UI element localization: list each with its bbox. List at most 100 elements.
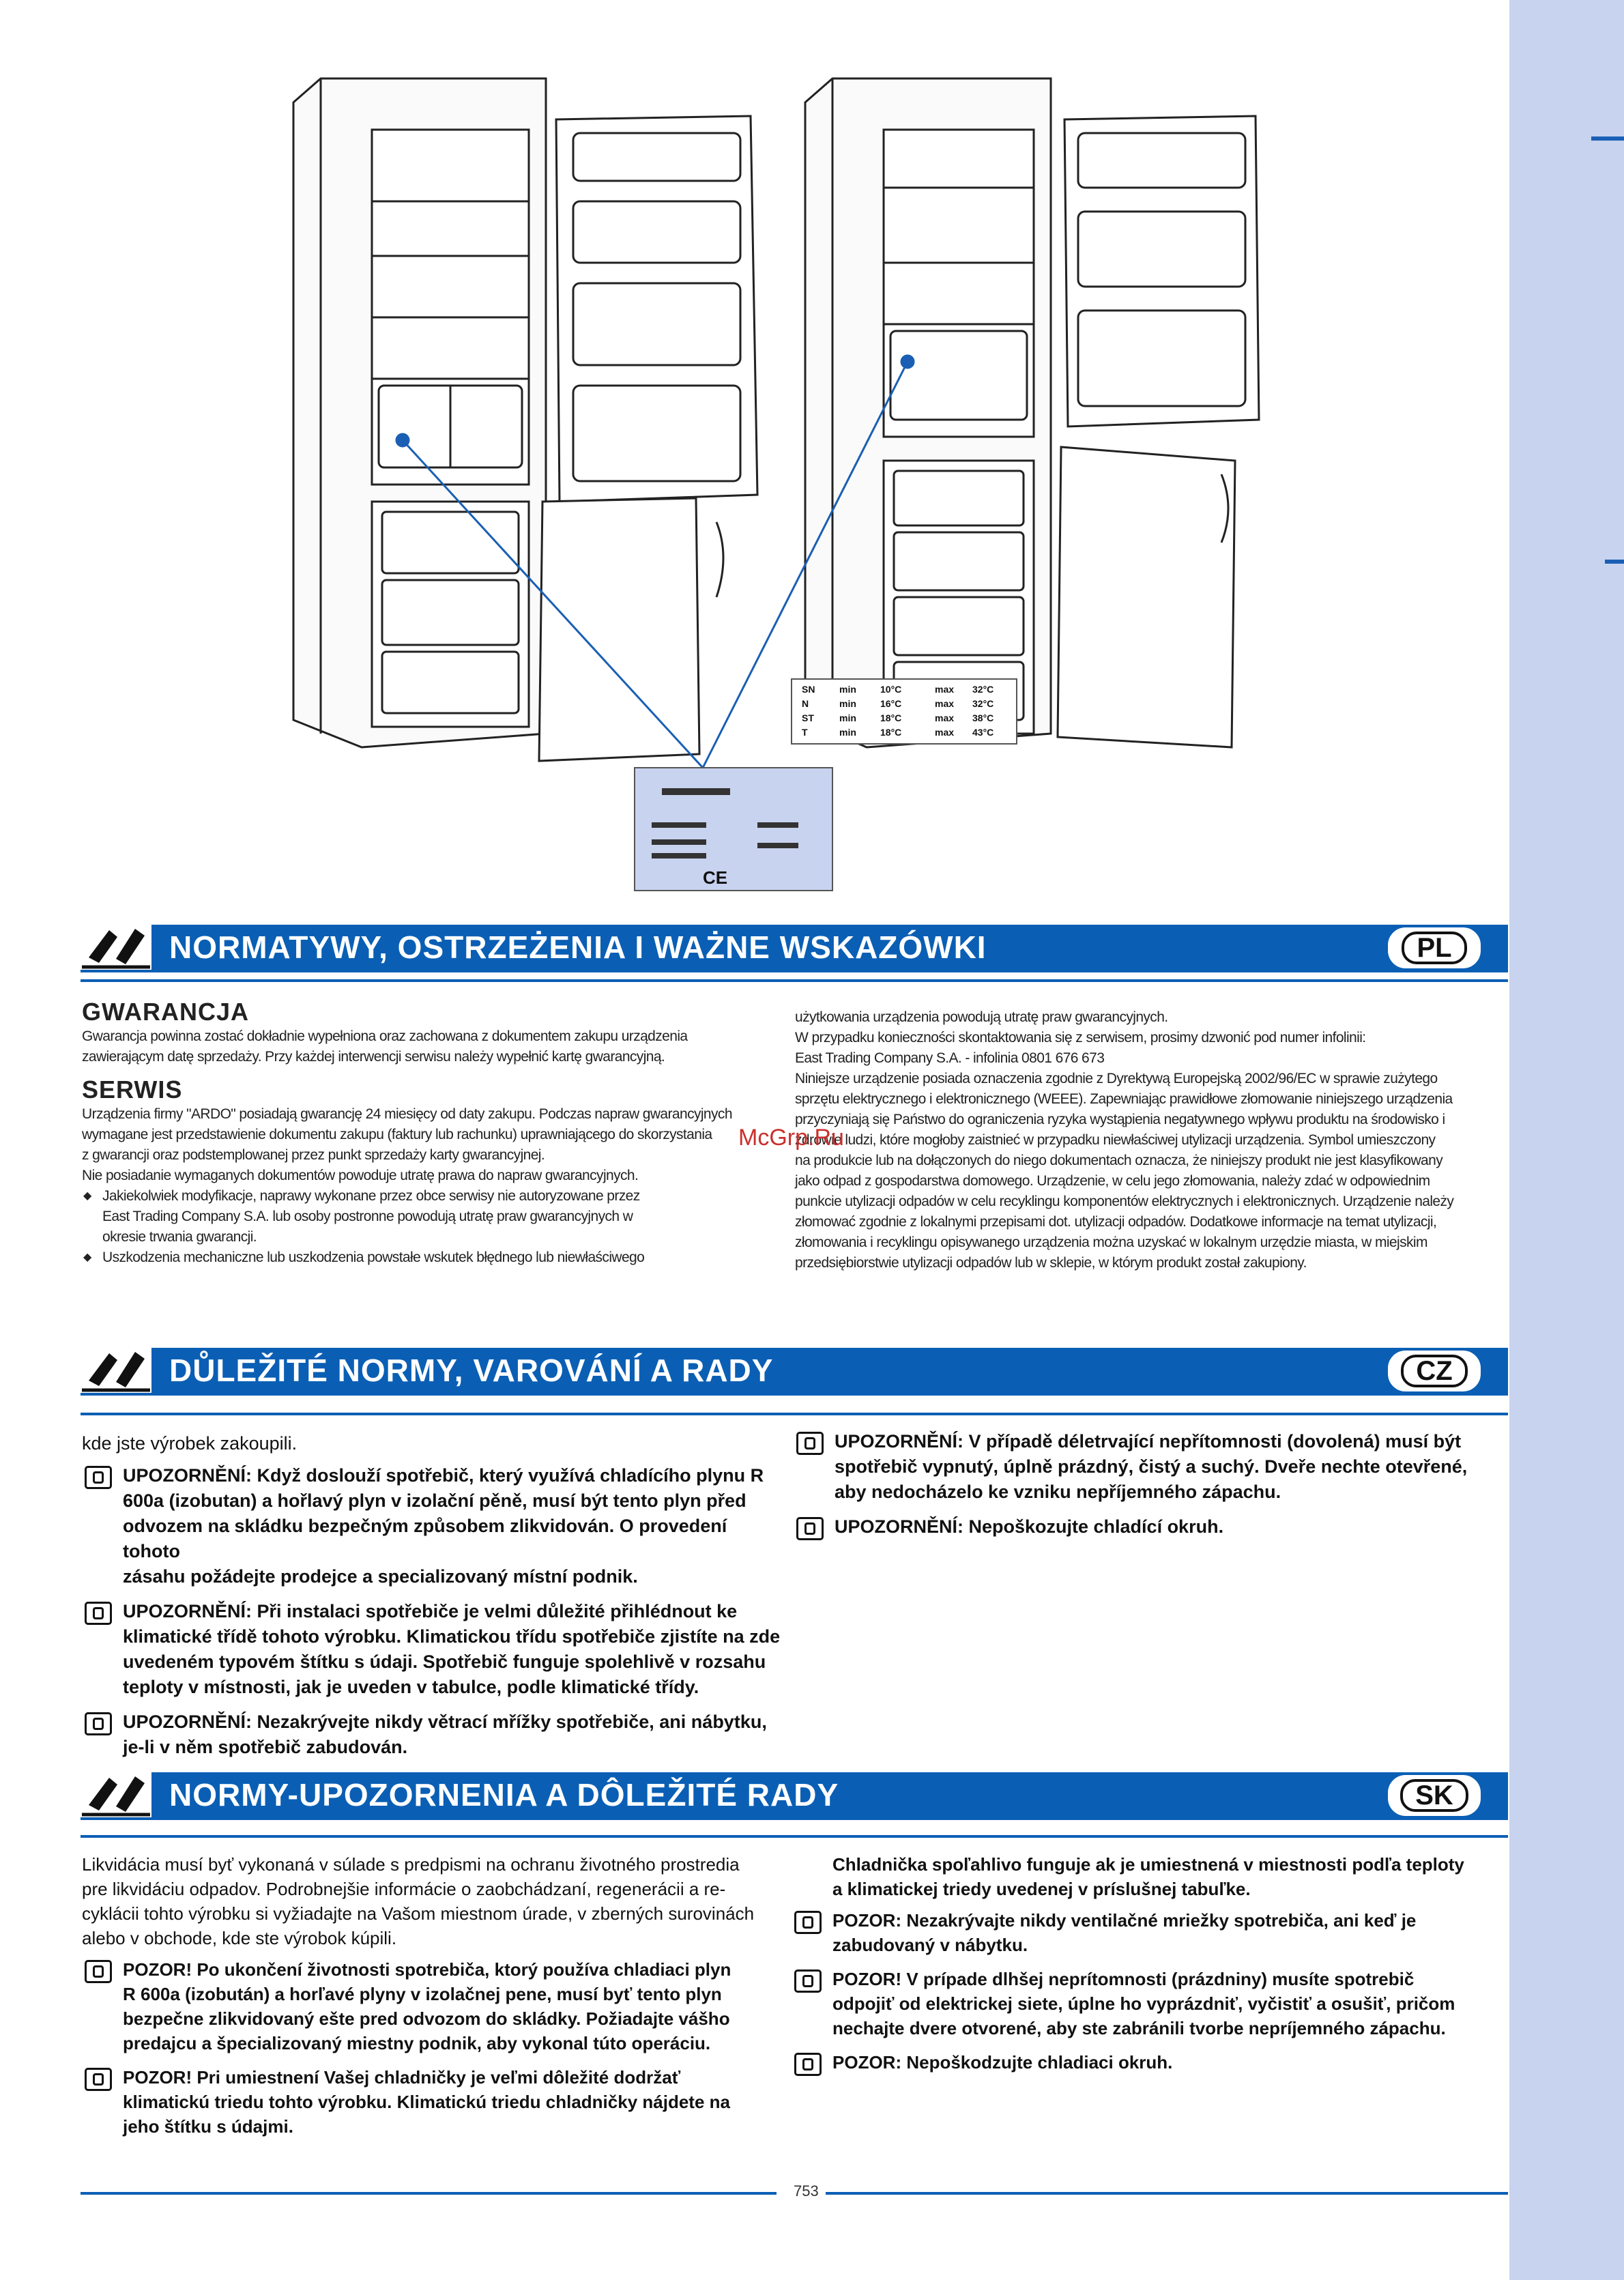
bullet-line: East Trading Company S.A. lub osoby post…	[102, 1209, 633, 1224]
climate-table-cell: ST	[802, 712, 814, 723]
serwis-line: z gwarancji oraz podstemplowanej przez p…	[82, 1147, 545, 1163]
cz-right-column: UPOZORNĚNÍ: V případě déletrvající nepří…	[794, 1429, 1500, 1549]
ce-mark: CE	[703, 867, 727, 888]
footer-line-left	[81, 2192, 777, 2195]
warning-line: aby nedocházelo ke vzniku nepříjemného z…	[835, 1482, 1281, 1502]
bullet-line: okresie trwania gwarancji.	[102, 1229, 257, 1245]
climate-table-cell: max	[935, 712, 954, 723]
warning-line: UPOZORNĚNÍ: Nezakrývejte nikdy větrací m…	[123, 1712, 767, 1732]
rating-plate	[634, 767, 833, 891]
book-icon	[81, 1768, 151, 1817]
cz-banner-title: DŮLEŽITÉ NORMY, VAROVÁNÍ A RADY	[169, 1353, 774, 1388]
pl-bullet-item: Uszkodzenia mechaniczne lub uszkodzenia …	[82, 1247, 788, 1268]
warning-line: POZOR: Nepoškodzujte chladiaci okruh.	[832, 2052, 1173, 2073]
cz-warning: UPOZORNĚNÍ: Když doslouží spotřebič, kte…	[82, 1463, 785, 1589]
footer-line-right	[826, 2192, 1508, 2195]
warning-icon	[794, 1911, 822, 1934]
book-icon	[81, 921, 151, 970]
warning-line: predajcu a špecializovaný miestny podnik…	[123, 2033, 711, 2053]
warning-line: odpojiť od elektrickej siete, úplne ho v…	[832, 1993, 1455, 2014]
sk-intro-line: cyklácii tohto výrobku si vyžiadajte na …	[82, 1903, 755, 1924]
warning-icon	[85, 1712, 112, 1735]
cz-left-column: kde jste výrobek zakoupili. UPOZORNĚNÍ: …	[82, 1431, 785, 1770]
serwis-line: Urządzenia firmy "ARDO" posiadają gwaran…	[82, 1106, 733, 1122]
sk-right-intro-line: Chladnička spoľahlivo funguje ak je umie…	[832, 1854, 1464, 1875]
gwarancja-line: Gwarancja powinna zostać dokładnie wypeł…	[82, 1028, 688, 1044]
serwis-line: Nie posiadanie wymaganych dokumentów pow…	[82, 1168, 639, 1183]
warning-line: POZOR! V prípade dlhšej neprítomnosti (p…	[832, 1969, 1415, 1989]
warning-line: odvozem na skládku bezpečným způsobem zl…	[123, 1516, 727, 1561]
cz-banner: DŮLEŽITÉ NORMY, VAROVÁNÍ A RADY CZ	[81, 1344, 1508, 1396]
pl-right-line: W przypadku konieczności skontaktowania …	[795, 1030, 1366, 1045]
bullet-line: Uszkodzenia mechaniczne lub uszkodzenia …	[102, 1250, 645, 1265]
sk-lang-badge: SK	[1388, 1775, 1481, 1816]
pl-right-line: na produkcie lub na dołączonych do niego…	[795, 1153, 1443, 1168]
warning-line: POZOR: Nezakrývajte nikdy ventilačné mri…	[832, 1910, 1417, 1931]
warning-line: uvedeném typovém štítku s údaji. Spotřeb…	[123, 1651, 766, 1672]
pl-right-line: East Trading Company S.A. - infolinia 08…	[795, 1050, 1105, 1066]
warning-line: zabudovaný v nábytku.	[832, 1935, 1028, 1955]
pl-right-line: jako odpad z gospodarstwa domowego. Urzą…	[795, 1173, 1430, 1189]
climate-table-cell: max	[935, 727, 954, 738]
sk-warning: POZOR! V prípade dlhšej neprítomnosti (p…	[792, 1967, 1501, 2040]
climate-table-cell: max	[935, 698, 954, 709]
sk-banner-underline	[81, 1835, 1508, 1838]
warning-icon	[794, 2053, 822, 2076]
warning-line: nechajte dvere otvorené, aby ste zabráni…	[832, 2018, 1446, 2038]
warning-line: UPOZORNĚNÍ: Nepoškozujte chladící okruh.	[835, 1516, 1224, 1537]
warning-line: R 600a (izobután) a horľavé plyny v izol…	[123, 1984, 722, 2004]
pl-right-line: użytkowania urządzenia powodują utratę p…	[795, 1009, 1168, 1025]
pl-right-line: sprzętu elektrycznego i elektronicznego …	[795, 1091, 1453, 1107]
side-tab-strip	[1509, 0, 1624, 2280]
pl-bullet-item: Jakiekolwiek modyfikacje, naprawy wykona…	[82, 1186, 788, 1247]
pl-right-line: przyczyniają się Państwo do ograniczenia…	[795, 1112, 1445, 1127]
pl-right-line: złomować zgodnie z lokalnymi przepisami …	[795, 1214, 1437, 1230]
pl-banner-title: NORMATYWY, OSTRZEŻENIA I WAŻNE WSKAZÓWKI	[169, 929, 987, 965]
warning-icon	[85, 1960, 112, 1983]
sk-intro-line: alebo v obchode, kde ste výrobok kúpili.	[82, 1928, 397, 1948]
sk-warning: POZOR: Nezakrývajte nikdy ventilačné mri…	[792, 1908, 1501, 1957]
sk-right-intro-line: a klimatickej triedy uvedenej v príslušn…	[832, 1879, 1251, 1899]
warning-line: spotřebič vypnutý, úplně prázdný, čistý …	[835, 1456, 1468, 1477]
climate-table-cell: 32°C	[972, 698, 994, 709]
cz-lang-badge: CZ	[1388, 1351, 1481, 1391]
cz-warning: UPOZORNĚNÍ: Nezakrývejte nikdy větrací m…	[82, 1709, 785, 1760]
gwarancja-heading: GWARANCJA	[82, 998, 250, 1026]
climate-table-cell: N	[802, 698, 809, 709]
pl-left-column: GWARANCJA Gwarancja powinna zostać dokła…	[82, 998, 788, 1269]
sk-banner: NORMY-UPOZORNENIA A DÔLEŽITÉ RADY SK	[81, 1768, 1508, 1820]
pl-banner-underline	[81, 979, 1508, 982]
warning-line: bezpečne zlikvidovaný ešte pred odvozom …	[123, 2008, 730, 2029]
warning-line: jeho štítku s údajmi.	[123, 2116, 293, 2137]
climate-table-cell: 18°C	[880, 727, 901, 738]
climate-table-cell: max	[935, 684, 954, 695]
sk-intro-line: Likvidácia musí byť vykonaná v súlade s …	[82, 1854, 740, 1875]
climate-class-table	[791, 678, 1017, 745]
warning-line: zásahu požádejte prodejce a specializova…	[123, 1566, 638, 1587]
climate-table-cell: min	[839, 727, 856, 738]
sk-warning: POZOR! Pri umiestnení Vašej chladničky j…	[82, 2065, 785, 2139]
warning-line: je-li v něm spotřebič zabudován.	[123, 1737, 408, 1757]
serwis-line: wymagane jest przedstawienie dokumentu z…	[82, 1127, 712, 1142]
gwarancja-line: zawierającym datę sprzedaży. Przy każdej…	[82, 1049, 665, 1065]
warning-icon	[85, 1466, 112, 1489]
pl-lang-badge: PL	[1388, 927, 1481, 968]
warning-icon	[85, 1602, 112, 1625]
climate-table-cell: 38°C	[972, 712, 994, 723]
pl-right-column: użytkowania urządzenia powodują utratę p…	[795, 1007, 1501, 1273]
climate-table-cell: 32°C	[972, 684, 994, 695]
warning-icon	[796, 1432, 824, 1455]
pl-right-line: złomowania i recyklingu opisywanego urzą…	[795, 1235, 1427, 1250]
cz-warning: UPOZORNĚNÍ: Při instalaci spotřebiče je …	[82, 1599, 785, 1700]
cz-warning: UPOZORNĚNÍ: Nepoškozujte chladící okruh.	[794, 1514, 1500, 1540]
sk-intro-line: pre likvidáciu odpadov. Podrobnejšie inf…	[82, 1879, 726, 1899]
sidebar-tick-top	[1591, 136, 1624, 141]
pl-right-line: zdrowie ludzi, które mogłoby zaistnieć w…	[795, 1132, 1436, 1148]
climate-table-cell: min	[839, 684, 856, 695]
sidebar-tick-bottom	[1605, 560, 1624, 564]
warning-line: POZOR! Po ukončení životnosti spotrebiča…	[123, 1959, 731, 1980]
sk-right-column: Chladnička spoľahlivo funguje ak je umie…	[792, 1852, 1501, 2084]
warning-line: UPOZORNĚNÍ: Když doslouží spotřebič, kte…	[123, 1465, 764, 1486]
warning-line: klimatické třídě tohoto výrobku. Klimati…	[123, 1626, 781, 1647]
